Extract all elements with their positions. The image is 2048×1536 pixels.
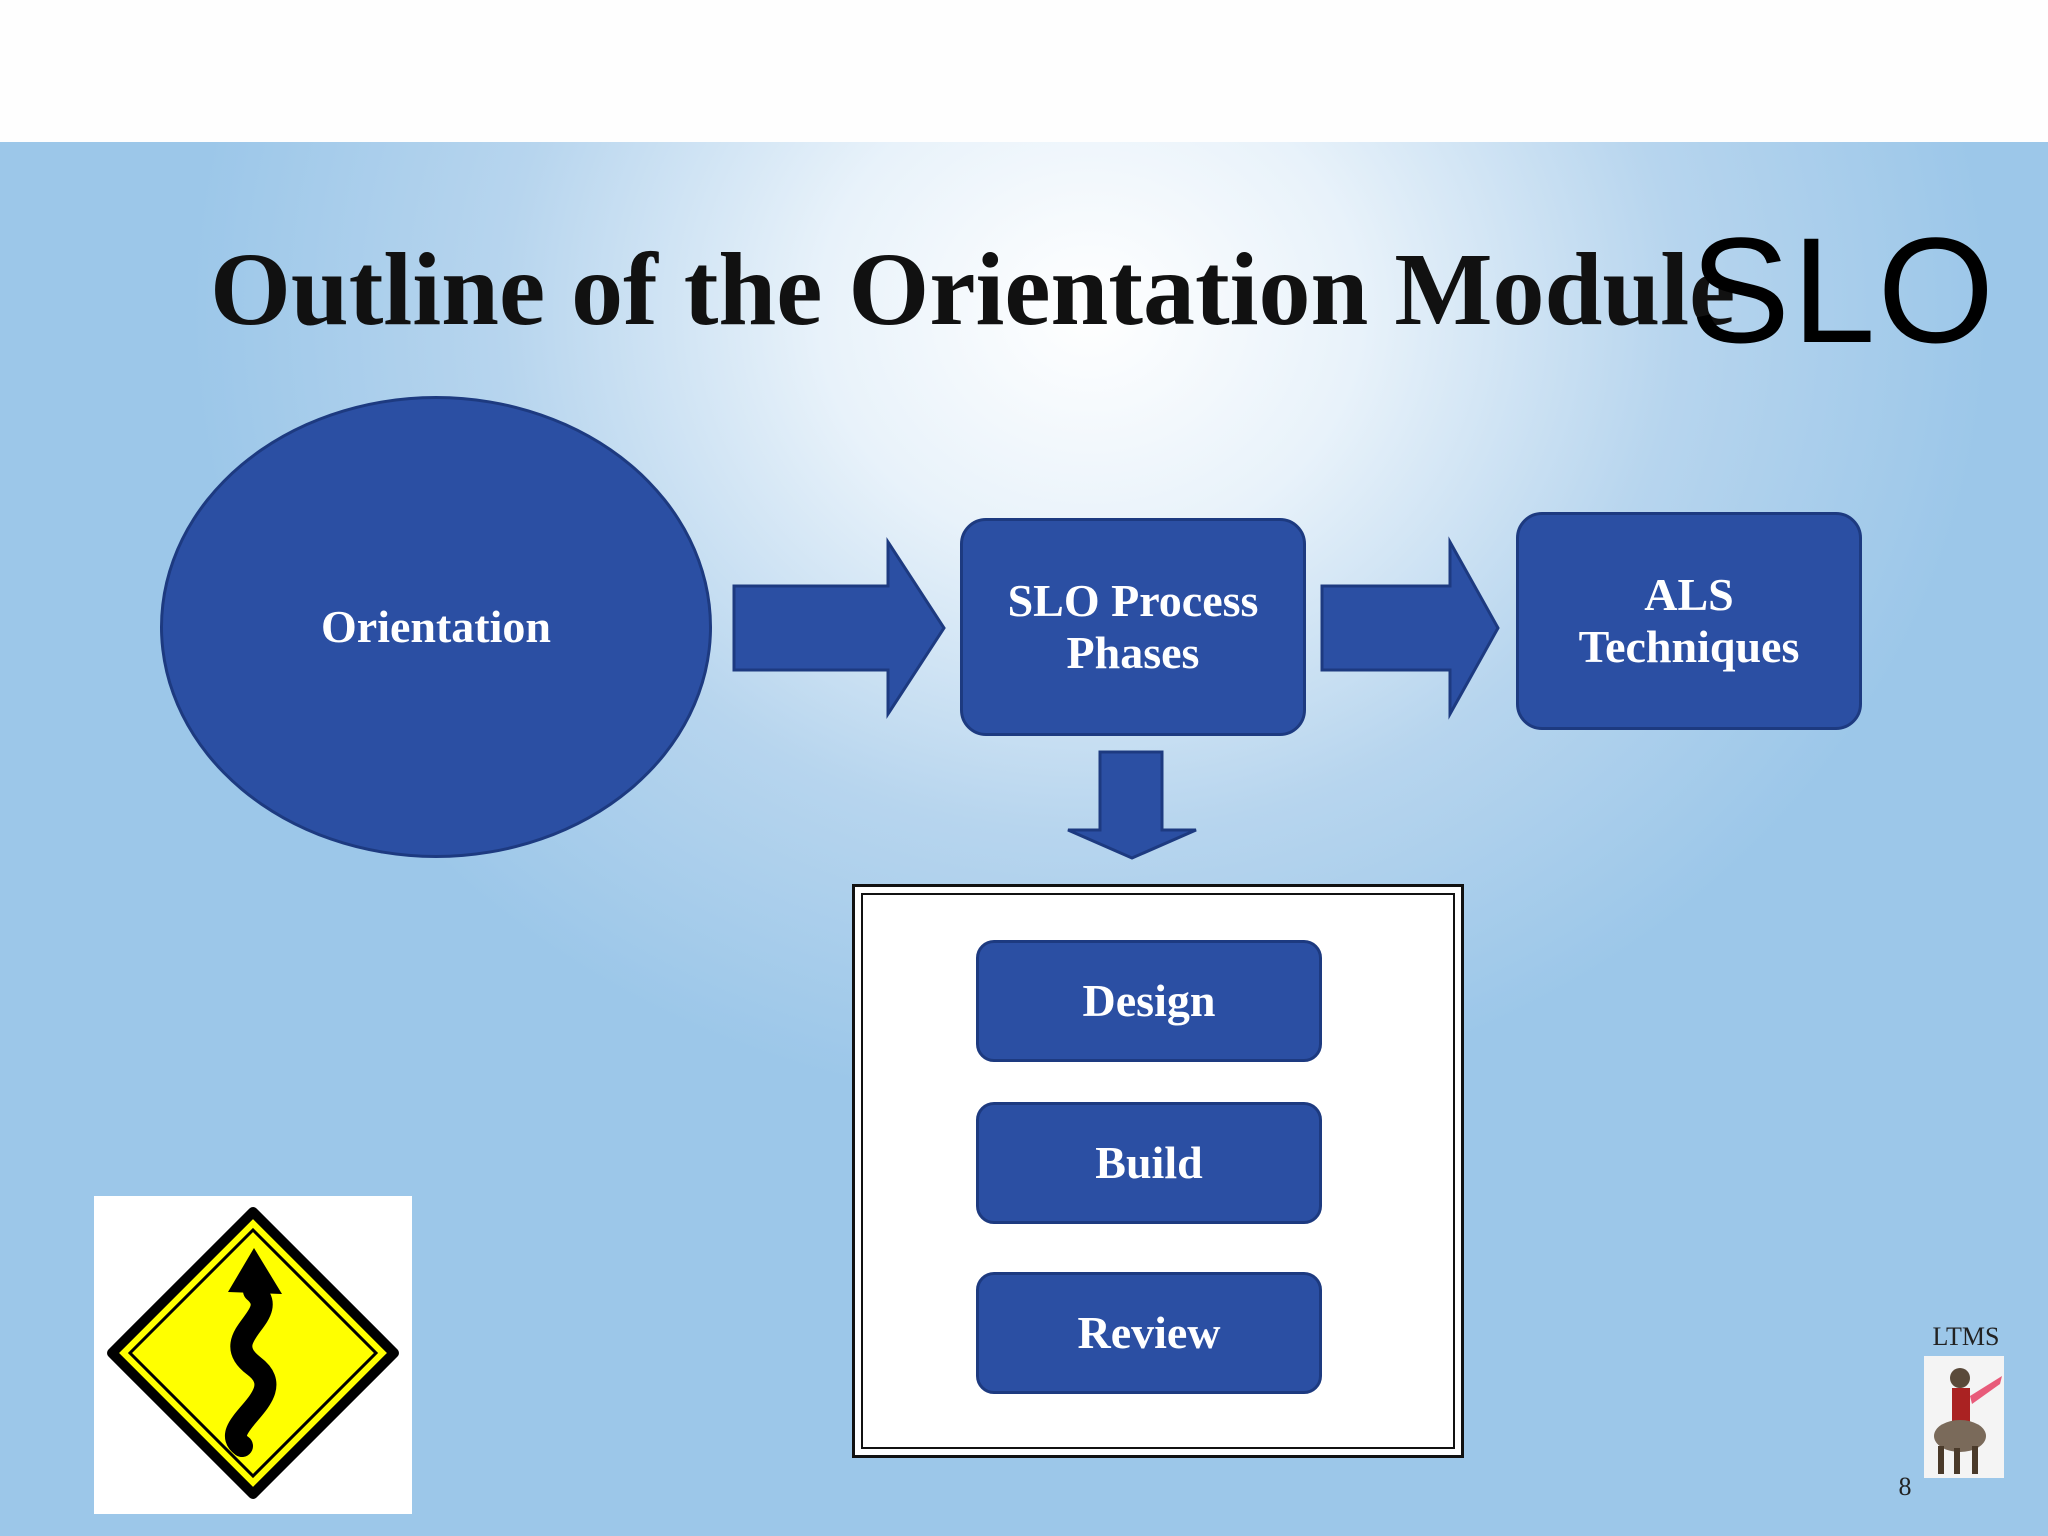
build-node: Build bbox=[976, 1102, 1322, 1224]
page-number: 8 bbox=[1898, 1472, 1912, 1501]
top-white-bar bbox=[0, 0, 2048, 142]
phases-panel-inner-border bbox=[861, 893, 1455, 1449]
winding-road-sign-icon bbox=[94, 1196, 412, 1514]
arrow-orientation-to-slo bbox=[732, 536, 946, 720]
build-label: Build bbox=[1095, 1137, 1203, 1188]
design-label: Design bbox=[1082, 975, 1216, 1026]
slo-process-phases-label: SLO Process Phases bbox=[1008, 575, 1259, 679]
slo-process-phases-label-line1: SLO Process bbox=[1007, 575, 1259, 626]
review-node: Review bbox=[976, 1272, 1322, 1394]
ltms-logo-label: LTMS bbox=[1932, 1322, 2000, 1351]
slo-overlay-text: SLO bbox=[1690, 206, 1997, 374]
design-node: Design bbox=[976, 940, 1322, 1062]
arrow-slo-to-als bbox=[1320, 536, 1500, 720]
review-label: Review bbox=[1077, 1307, 1221, 1358]
als-techniques-node: ALS Techniques bbox=[1516, 512, 1862, 730]
arrow-slo-down bbox=[1067, 750, 1197, 860]
orientation-label: Orientation bbox=[321, 601, 551, 652]
als-techniques-label: ALS Techniques bbox=[1579, 569, 1800, 673]
als-techniques-label-line1: ALS bbox=[1644, 569, 1734, 620]
als-techniques-label-line2: Techniques bbox=[1578, 621, 1800, 672]
slo-process-phases-node: SLO Process Phases bbox=[960, 518, 1306, 736]
knight-logo-icon bbox=[1924, 1356, 2004, 1478]
orientation-node: Orientation bbox=[160, 396, 712, 858]
slo-process-phases-label-line2: Phases bbox=[1066, 627, 1200, 678]
slide-title: Outline of the Orientation Module bbox=[210, 232, 1736, 347]
